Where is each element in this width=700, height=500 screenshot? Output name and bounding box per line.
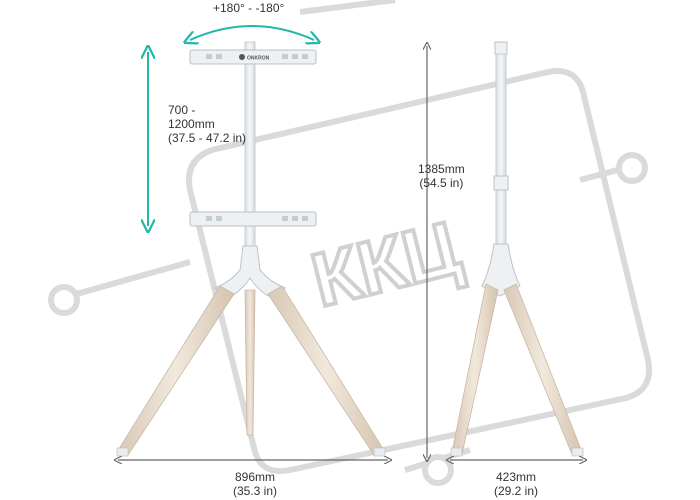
height-adjust-label: 700 - 1200mm (37.5 - 47.2 in) xyxy=(168,103,246,145)
rotation-indicator xyxy=(190,25,314,40)
side-view-stand xyxy=(450,41,584,457)
base-width-mm: 896mm xyxy=(234,470,275,484)
height-adjust-line2: 1200mm xyxy=(168,117,215,131)
front-view-stand: ONKRON xyxy=(116,41,386,457)
side-depth-mm: 423mm xyxy=(495,470,536,484)
total-height-label: 1385mm (54.5 in) xyxy=(418,162,465,190)
brand-logo-icon xyxy=(239,54,245,60)
base-width-label: 896mm (35.3 in) xyxy=(220,470,290,498)
side-depth-label: 423mm (29.2 in) xyxy=(480,470,552,498)
watermark xyxy=(48,0,652,486)
side-back-leg xyxy=(503,283,583,455)
base-width-in: (35.3 in) xyxy=(232,484,278,498)
brand-label: ONKRON xyxy=(247,56,270,62)
front-center-leg xyxy=(244,289,256,436)
top-bracket: ONKRON xyxy=(189,49,317,65)
height-adjust-line3: (37.5 - 47.2 in) xyxy=(168,131,247,145)
height-adjust-line1: 700 - xyxy=(168,103,196,117)
lower-bracket xyxy=(189,211,317,227)
total-height-in: (54.5 in) xyxy=(419,176,464,190)
front-left-leg xyxy=(116,285,235,456)
side-depth-in: (29.2 in) xyxy=(493,484,539,498)
watermark-text: ККЦ xyxy=(304,205,468,323)
total-height-mm: 1385mm xyxy=(418,162,465,176)
rotation-label: +180° - -180° xyxy=(213,1,285,15)
